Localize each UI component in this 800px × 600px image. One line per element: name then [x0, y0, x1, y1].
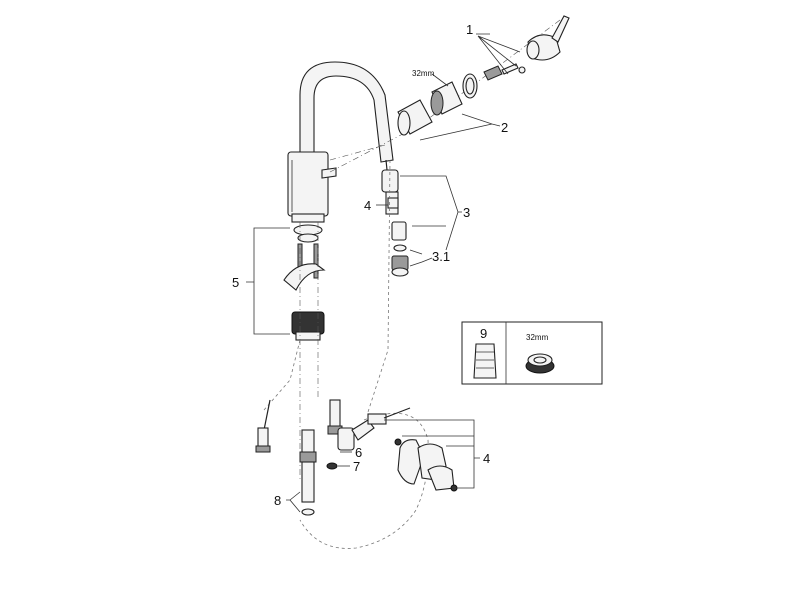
- callout-8: 8: [274, 493, 281, 508]
- dimension-label-top: 32mm: [412, 69, 435, 78]
- leader-2: [419, 113, 501, 141]
- inset-box: [461, 321, 603, 385]
- callout-4-bottom: 4: [483, 451, 490, 466]
- hose-weight-clip: [394, 438, 458, 492]
- callout-5: 5: [232, 275, 239, 290]
- left-supply-hose: [255, 399, 271, 453]
- callout-1: 1: [466, 22, 473, 37]
- axis-line-cartridge: [329, 124, 421, 173]
- callout-9: 9: [480, 326, 487, 341]
- cartridge-assembly: [397, 15, 570, 136]
- leader-4-bottom: [384, 419, 480, 489]
- callout-3-1: 3.1: [432, 249, 450, 264]
- hose-loop-dashed: [263, 159, 429, 549]
- leader-3: [400, 175, 462, 251]
- leader-1: [476, 33, 521, 75]
- diverter: [337, 407, 411, 451]
- dimension-leader-top: [431, 73, 449, 87]
- axis-line-hose: [329, 144, 386, 161]
- callout-3: 3: [463, 205, 470, 220]
- dimension-label-inset: 32mm: [526, 333, 549, 342]
- callout-4-top: 4: [364, 198, 371, 213]
- callout-7: 7: [353, 459, 360, 474]
- callout-6: 6: [355, 445, 362, 460]
- leader-8: [286, 491, 301, 513]
- faucet-body: [287, 61, 394, 223]
- check-valve-fitting: [299, 429, 317, 516]
- o-ring: [326, 462, 338, 470]
- spray-head-assembly: [381, 159, 409, 277]
- leader-3-1: [409, 249, 433, 267]
- leader-5: [246, 227, 290, 335]
- callout-2: 2: [501, 120, 508, 135]
